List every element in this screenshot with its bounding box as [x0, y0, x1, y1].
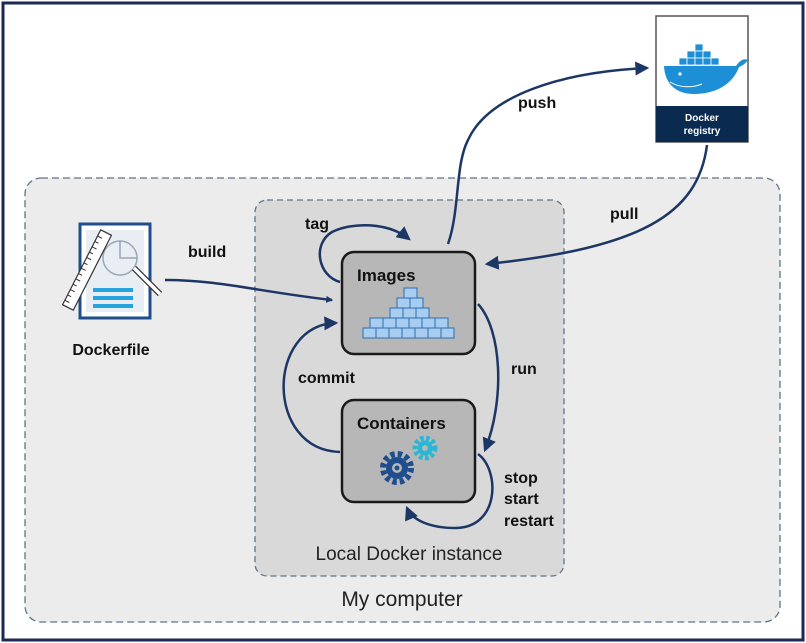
edge-label-stop: stop	[504, 470, 538, 487]
tag-arrow	[318, 223, 411, 284]
containers-node	[340, 398, 477, 504]
local-instance-label: Local Docker instance	[316, 544, 503, 565]
edge-label-restart: restart	[504, 513, 554, 530]
containers-label: Containers	[357, 414, 446, 433]
stacked-cubes-icon	[362, 287, 455, 339]
dockerfile-label: Dockerfile	[72, 342, 149, 359]
gears-icon	[380, 435, 438, 485]
registry-label-line2: registry	[684, 126, 721, 137]
edge-label-tag: tag	[305, 216, 329, 233]
edge-label-build: build	[188, 244, 226, 261]
docker-whale-icon	[664, 43, 748, 94]
large-gear-icon	[380, 451, 414, 485]
images-label: Images	[357, 266, 416, 285]
edge-label-commit: commit	[298, 370, 356, 387]
edge-label-start: start	[504, 491, 539, 508]
edge-label-run: run	[511, 361, 537, 378]
stop-start-restart-arrow	[405, 452, 494, 530]
commit-arrow	[282, 316, 341, 454]
registry-label-line1: Docker	[685, 113, 719, 124]
edge-labels: build tag push pull run commit stop star…	[188, 95, 638, 530]
small-gear-icon	[412, 435, 438, 461]
ruler-icon	[61, 229, 113, 311]
run-arrow	[477, 303, 500, 453]
local-instance-region	[254, 199, 565, 577]
dockerfile-icon	[61, 222, 163, 320]
edges	[164, 61, 709, 530]
pencil-icon	[131, 265, 163, 297]
edge-label-push: push	[518, 95, 556, 112]
edge-label-pull: pull	[610, 206, 638, 223]
my-computer-label: My computer	[341, 588, 462, 611]
docker-registry: Docker registry	[655, 15, 749, 143]
build-arrow	[164, 278, 334, 303]
push-arrow	[446, 61, 650, 245]
pull-arrow	[484, 144, 709, 270]
